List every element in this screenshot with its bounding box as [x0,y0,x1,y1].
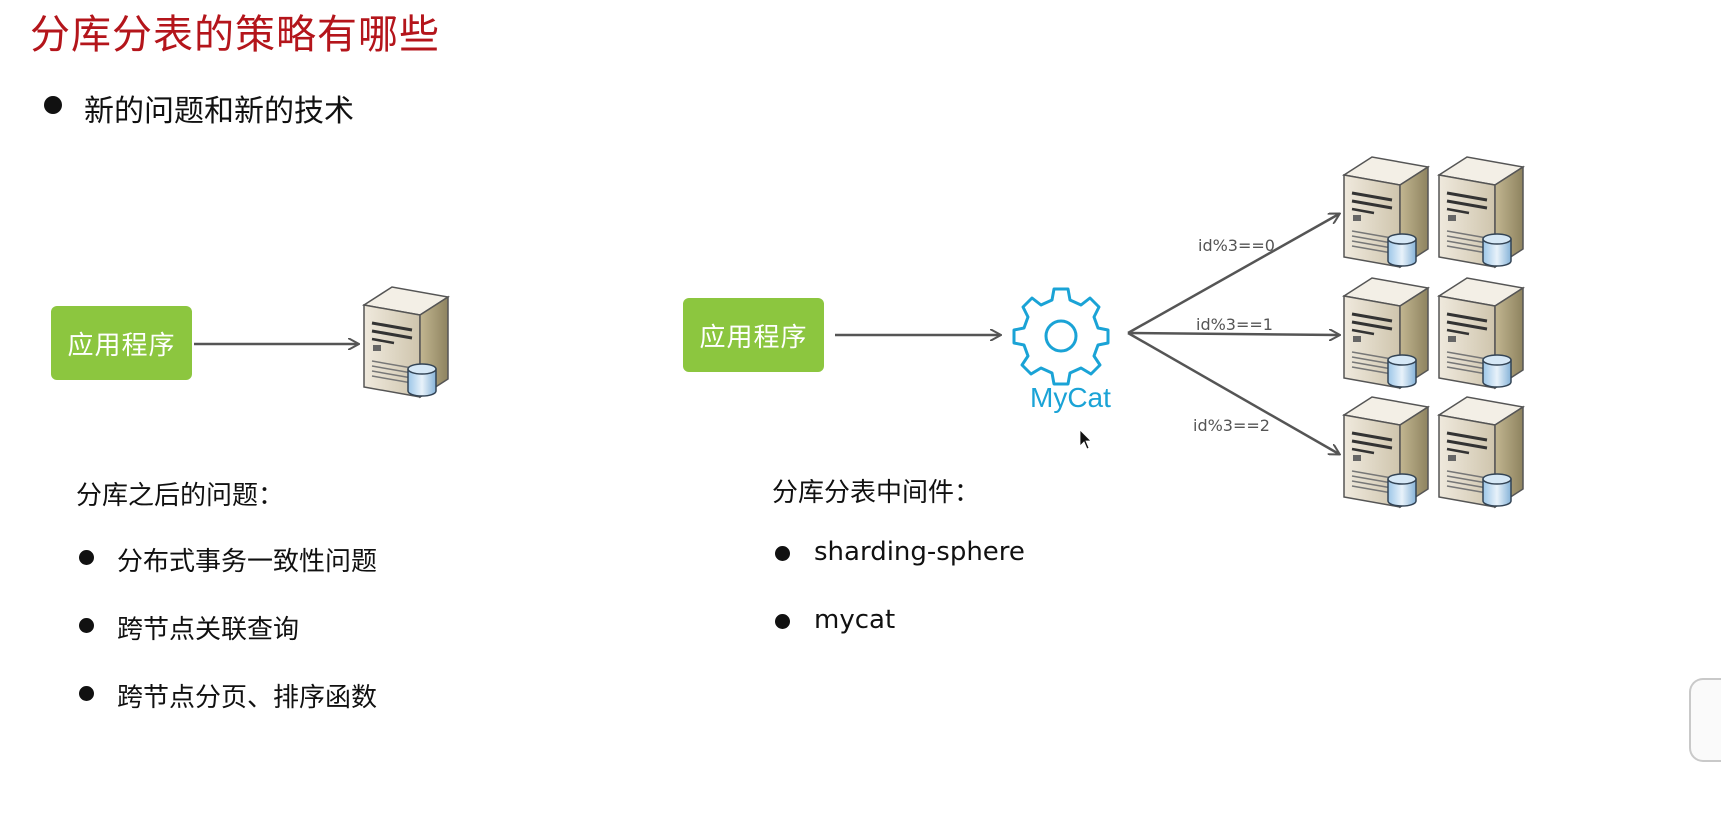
middleware-item: mycat [814,605,896,635]
bullet-dot [775,546,790,561]
server-database-icon [1342,395,1430,509]
bullet-dot [44,96,62,114]
mouse-cursor-icon [1079,429,1092,450]
route-label: id%3==1 [1196,315,1273,334]
gear-icon [1012,287,1110,386]
page-title: 分库分表的策略有哪些 [30,12,440,58]
problem-item: 分布式事务一致性问题 [117,547,378,577]
server-database-icon [1342,155,1430,269]
middleware-item: sharding-sphere [814,537,1025,567]
arrow-icon [1127,331,1339,454]
bullet-dot [79,618,94,633]
middleware-heading: 分库分表中间件： [772,478,981,508]
bullet-dot [79,686,94,701]
arrow-icon [1127,214,1339,335]
mycat-label: MyCat [1030,382,1111,413]
problems-heading: 分库之后的问题： [76,481,285,511]
route-label: id%3==0 [1198,236,1275,255]
app-box-right: 应用程序 [683,298,824,372]
arrow-icon [1127,333,1339,335]
server-database-icon [1342,276,1430,390]
side-panel-tab[interactable] [1689,678,1721,762]
bullet-dot [775,614,790,629]
server-database-icon [1437,276,1525,390]
bullet-dot [79,550,94,565]
server-database-icon [362,285,450,399]
top-bullet-text: 新的问题和新的技术 [84,94,354,129]
problem-item: 跨节点关联查询 [117,615,300,645]
server-database-icon [1437,395,1525,509]
route-label: id%3==2 [1193,416,1270,435]
server-database-icon [1437,155,1525,269]
app-box-left: 应用程序 [51,306,192,380]
problem-item: 跨节点分页、排序函数 [117,683,378,713]
